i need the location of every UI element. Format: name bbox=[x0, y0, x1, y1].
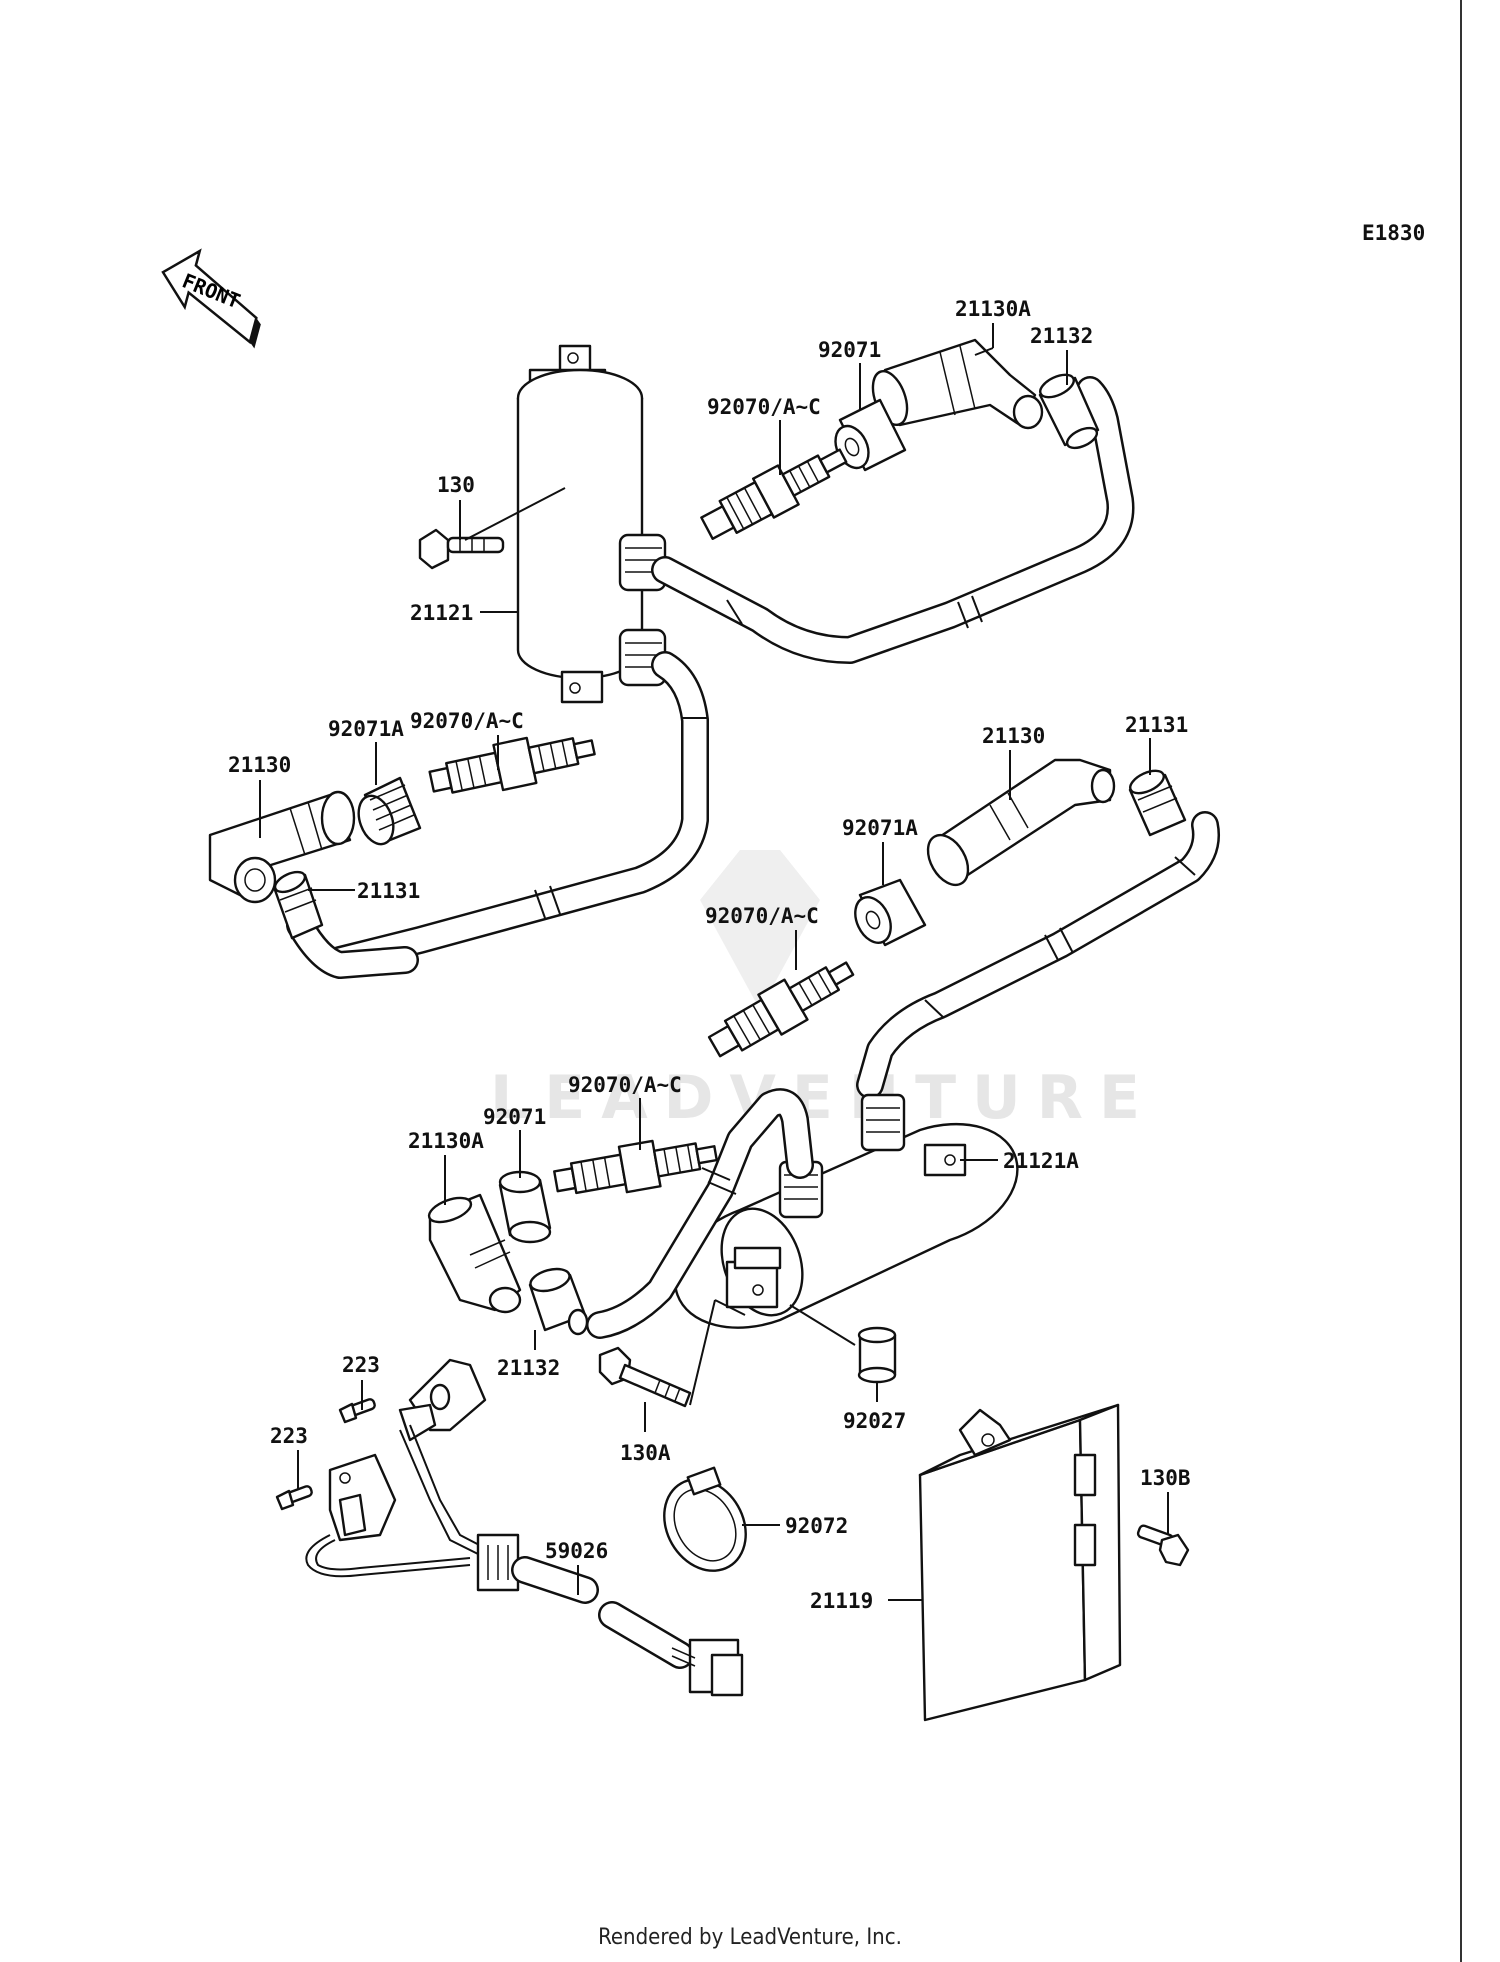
label-92070-left: 92070/A~C bbox=[410, 709, 524, 733]
label-92070-mid: 92070/A~C bbox=[705, 904, 819, 928]
bolt-130a bbox=[598, 1346, 692, 1408]
label-21130a-top: 21130A bbox=[955, 297, 1031, 321]
leader-lines bbox=[259, 323, 1169, 1601]
plug-cap-21130a-lower bbox=[427, 1193, 522, 1314]
label-21132-lower: 21132 bbox=[497, 1356, 560, 1380]
label-92071-lower: 92071 bbox=[483, 1105, 546, 1129]
spark-plug-lower bbox=[553, 1139, 718, 1195]
label-92071-top: 92071 bbox=[818, 338, 881, 362]
spark-plug-upper bbox=[700, 448, 848, 540]
plug-cap-21130a-upper bbox=[871, 338, 1044, 430]
label-92071a-right: 92071A bbox=[842, 816, 918, 840]
label-21130-right: 21130 bbox=[982, 724, 1045, 748]
pickup-coil-59026 bbox=[275, 1358, 744, 1697]
cap-21131-right bbox=[1128, 769, 1187, 837]
hose-lower bbox=[586, 1088, 814, 1339]
label-21132-top: 21132 bbox=[1030, 324, 1093, 348]
label-223-bottom: 223 bbox=[270, 1424, 308, 1448]
diagram-code: E1830 bbox=[1362, 221, 1425, 245]
ignition-coil-lower bbox=[673, 1093, 1019, 1329]
hose-upper bbox=[651, 376, 1135, 664]
label-21130a-lower: 21130A bbox=[408, 1129, 484, 1153]
seal-92071a-right bbox=[854, 878, 927, 947]
cap-21132-upper bbox=[1038, 373, 1100, 450]
collar-92027 bbox=[857, 1326, 897, 1384]
seal-92071a-left bbox=[357, 776, 422, 846]
seal-92071-upper bbox=[834, 398, 907, 472]
label-92070-lower: 92070/A~C bbox=[568, 1073, 682, 1097]
part-labels: 21130A 92071 21132 92070/A~C 130 21121 9… bbox=[228, 297, 1191, 1613]
label-21130-left: 21130 bbox=[228, 753, 291, 777]
label-223-top: 223 bbox=[342, 1353, 380, 1377]
hose-right bbox=[856, 811, 1220, 1099]
label-92070-top: 92070/A~C bbox=[707, 395, 821, 419]
label-92071a-left: 92071A bbox=[328, 717, 404, 741]
watermark-text: LEADVENTURE bbox=[490, 1063, 1156, 1133]
label-130: 130 bbox=[437, 473, 475, 497]
plug-cap-21130-right bbox=[926, 758, 1116, 887]
spark-plug-mid bbox=[707, 961, 855, 1058]
bolt-130b bbox=[1136, 1524, 1190, 1567]
page-border-right bbox=[1460, 0, 1462, 1962]
plug-cap-21130-left bbox=[208, 790, 356, 904]
footer-credit: Rendered by LeadVenture, Inc. bbox=[598, 1925, 902, 1950]
label-21131-right: 21131 bbox=[1125, 713, 1188, 737]
ignition-coil-upper bbox=[516, 344, 667, 704]
watermark: LEADVENTURE bbox=[490, 850, 1156, 1133]
bolt-130 bbox=[418, 528, 505, 570]
label-21131-left: 21131 bbox=[357, 879, 420, 903]
spark-plug-left bbox=[428, 736, 596, 794]
seal-92071-lower bbox=[498, 1170, 552, 1244]
label-130b: 130B bbox=[1140, 1466, 1191, 1490]
cap-21132-lower bbox=[528, 1267, 589, 1336]
cap-21131-left bbox=[273, 870, 324, 940]
front-arrow-icon: FRONT bbox=[161, 248, 261, 349]
label-92072: 92072 bbox=[785, 1514, 848, 1538]
clamp-92072 bbox=[663, 1466, 747, 1572]
label-92027: 92027 bbox=[843, 1409, 906, 1433]
label-59026: 59026 bbox=[545, 1539, 608, 1563]
label-21121: 21121 bbox=[410, 601, 473, 625]
label-130a: 130A bbox=[620, 1441, 671, 1465]
label-21121a: 21121A bbox=[1003, 1149, 1079, 1173]
cdi-unit-21119 bbox=[918, 1403, 1122, 1722]
label-21119: 21119 bbox=[810, 1589, 873, 1613]
